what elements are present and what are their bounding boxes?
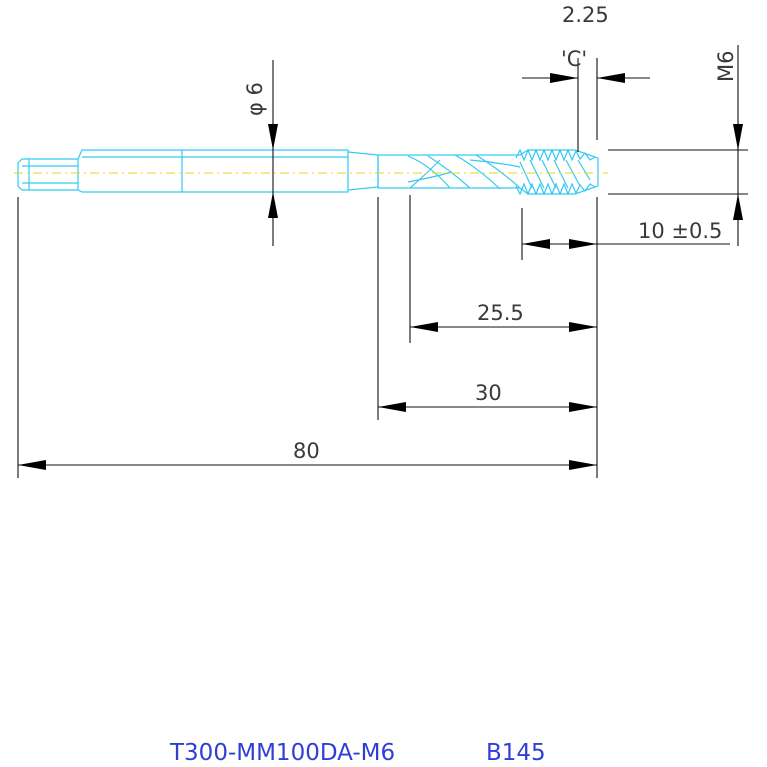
code-label: B145 <box>486 740 546 766</box>
fluted-body <box>377 149 599 195</box>
neck <box>347 151 379 191</box>
dimension-overall-length <box>18 460 597 470</box>
flute-length-label: 25.5 <box>477 301 524 325</box>
thread-helix <box>519 159 591 189</box>
shank-diameter-label: φ 6 <box>243 82 267 116</box>
thread-teeth-top <box>515 148 596 162</box>
thread-length-label: 10 ±0.5 <box>638 219 722 243</box>
dimension-flute-length <box>410 322 597 332</box>
dimension-thread-length <box>522 239 730 249</box>
extension-lines <box>17 58 748 478</box>
chamfer-c-label: 'C' <box>561 47 587 71</box>
dimension-thread-diameter <box>733 45 743 246</box>
shank <box>77 149 349 193</box>
square-drive-end <box>17 158 79 191</box>
chamfer-length-label: 2.25 <box>562 3 609 27</box>
dimension-chamfer <box>522 73 650 83</box>
overall-length-label: 80 <box>293 439 320 463</box>
neck-length-label: 30 <box>475 381 502 405</box>
tap-tool-outline <box>17 148 599 196</box>
thread-teeth-bottom <box>515 182 596 196</box>
thread-size-label: M6 <box>714 51 738 82</box>
dimension-shank-diameter <box>268 124 278 218</box>
part-number: T300-MM100DA-M6 <box>169 740 395 766</box>
flute-lines <box>407 154 521 190</box>
dimension-neck-length <box>378 402 597 412</box>
